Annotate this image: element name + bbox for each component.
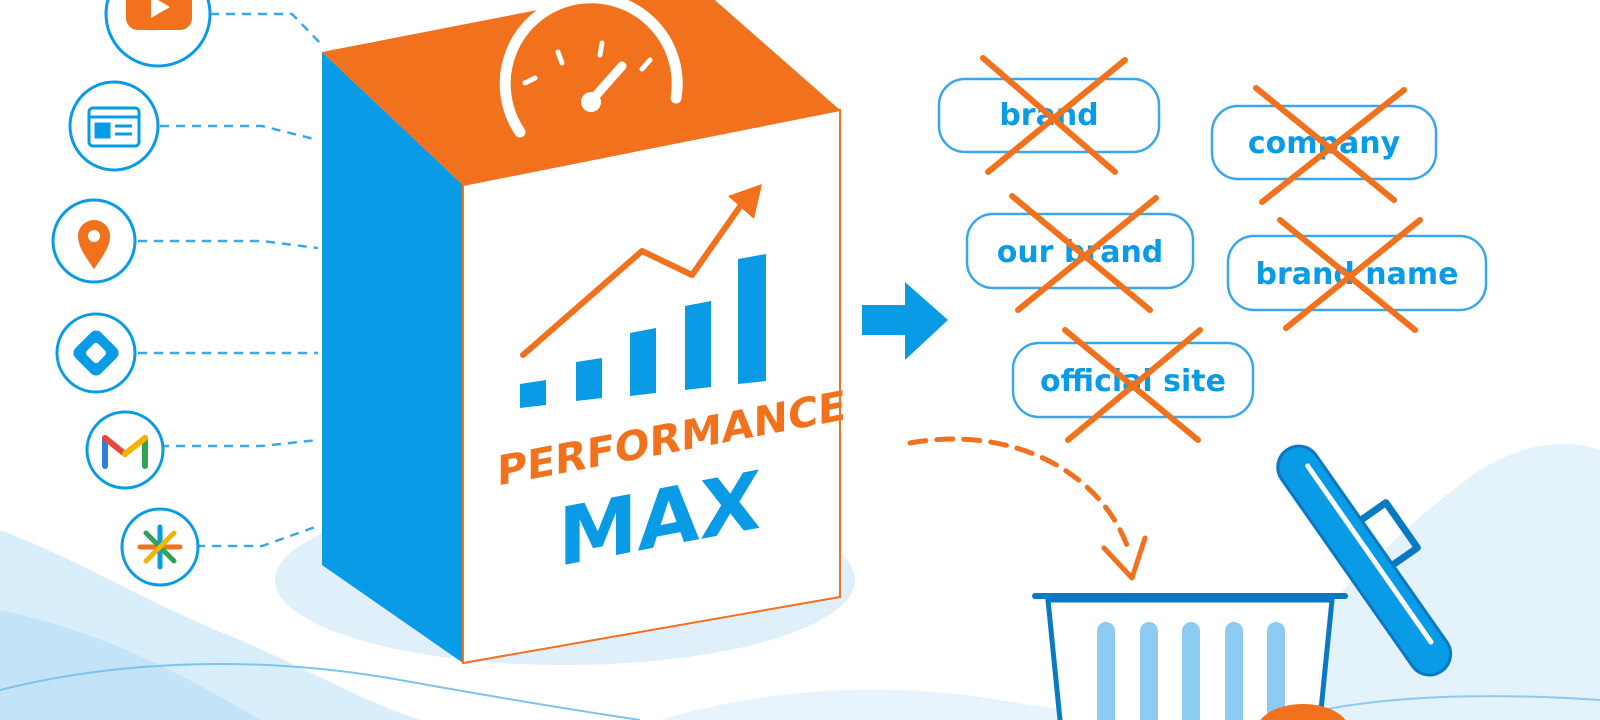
channel-connectors	[138, 12, 323, 548]
cross-mark-icon	[1277, 217, 1423, 333]
growth-chart-icon	[520, 184, 766, 408]
cross-mark-icon	[980, 55, 1128, 175]
keyword-pill-brand-name: brand name	[1226, 217, 1488, 333]
discover-diamond-icon	[73, 330, 119, 376]
trash-lid	[1276, 444, 1453, 677]
box-left-face	[322, 52, 463, 663]
dashed-curved-arrow	[907, 436, 1148, 581]
maps-pin-icon	[78, 220, 110, 269]
cross-mark-icon	[1009, 193, 1159, 313]
cross-mark-icon	[1253, 85, 1407, 205]
channel-google	[120, 507, 200, 587]
display-web-icon	[87, 106, 141, 148]
gmail-icon	[102, 435, 148, 469]
youtube-play-icon	[126, 0, 192, 30]
keyword-label: official site	[1040, 364, 1226, 399]
trash-can-icon	[1032, 444, 1453, 720]
keyword-pill-our-brand: our brand	[965, 193, 1195, 313]
channel-display	[68, 80, 160, 172]
speedometer-icon	[499, 0, 683, 138]
channel-discover	[55, 312, 137, 394]
right-arrow-icon	[862, 282, 948, 360]
channel-gmail	[85, 410, 165, 490]
box-top-face	[322, 0, 840, 185]
keyword-pill-company: company	[1210, 85, 1438, 205]
keyword-pill-brand: brand	[937, 55, 1161, 175]
channel-maps	[51, 198, 137, 284]
keyword-pill-official-site: official site	[1011, 327, 1255, 443]
cross-mark-icon	[1062, 327, 1203, 443]
performance-max-box: PERFORMANCE MAX	[322, 0, 846, 665]
channel-youtube	[104, 0, 212, 68]
google-asterisk-icon	[137, 524, 183, 570]
